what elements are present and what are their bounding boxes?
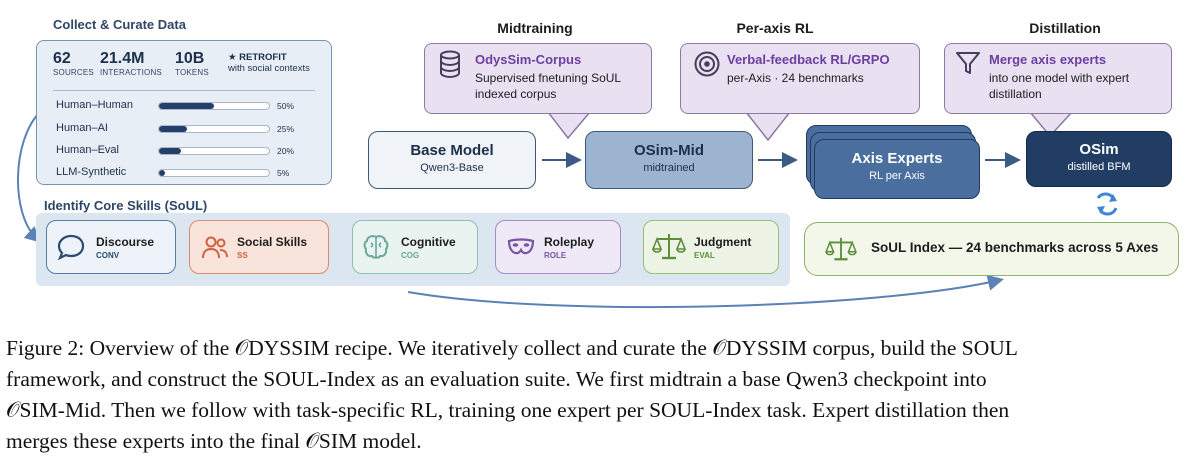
people-icon [202, 236, 228, 259]
mix-percent: 20% [277, 146, 295, 156]
skill-card-roleplay: Roleplay ROLE [495, 220, 621, 274]
skill-name: Roleplay [544, 235, 595, 249]
retrofit-title: ★ RETROFIT [228, 52, 287, 63]
distillation-stage-title: Distillation [1029, 20, 1101, 36]
midtraining-stage-title: Midtraining [497, 20, 573, 36]
retrofit-note: ★ RETROFIT with social contexts [228, 52, 310, 74]
retrofit-subtitle: with social contexts [228, 63, 310, 74]
stat-value: 21.4M [100, 50, 145, 67]
stat-label: TOKENS [175, 68, 209, 77]
database-icon [440, 50, 460, 78]
data-to-skills-arrow [17, 111, 41, 243]
bubble-title: OdysSim-Corpus [475, 52, 582, 67]
skill-abbr: EVAL [694, 251, 715, 260]
stat-label: SOURCES [53, 68, 94, 77]
connectors [17, 111, 1118, 309]
mid-bubble-tail [547, 111, 591, 140]
mix-label: LLM-Synthetic [56, 166, 127, 178]
rl-bubble: Verbal-feedback RL/GRPO per-Axis · 24 be… [680, 43, 920, 114]
funnel-icon [956, 52, 980, 74]
divider [53, 90, 315, 91]
refresh-cycle-icon [1096, 192, 1118, 216]
skill-card-discourse: Discourse CONV [46, 220, 176, 274]
skill-name: Discourse [96, 235, 155, 249]
osim-node: OSim distilled BFM [1026, 131, 1172, 187]
skill-name: Social Skills [237, 235, 308, 249]
node-title: Axis Experts [851, 150, 943, 167]
bubble-subtitle: per-Axis · 24 benchmarks [727, 71, 864, 85]
axis-experts-node: Axis Experts RL per Axis [814, 139, 980, 199]
node-title: OSim [1079, 141, 1119, 158]
mix-label: Human–Human [56, 99, 134, 111]
bubble-subtitle: indexed corpus [475, 87, 557, 101]
node-subtitle: midtrained [643, 162, 695, 174]
mix-bar-fill [159, 126, 187, 132]
bubble-subtitle: Supervised fnetuning SoUL [475, 71, 622, 85]
mix-bar-fill [159, 148, 181, 154]
mix-percent: 5% [277, 168, 290, 178]
bubble-title: Merge axis experts [989, 52, 1107, 67]
caption-line: framework, and construct the SOUL-Index … [6, 367, 987, 391]
skill-abbr: SS [237, 251, 248, 260]
bubble-title: Verbal-feedback RL/GRPO [727, 52, 890, 67]
skill-abbr: CONV [96, 251, 120, 260]
skill-name: Judgment [694, 235, 752, 249]
mix-bar [158, 147, 270, 155]
bubble-subtitle: distillation [989, 87, 1042, 101]
node-subtitle: distilled BFM [1067, 161, 1131, 173]
caption-line: 𝒪SIM-Mid. Then we follow with task-speci… [6, 398, 1010, 422]
osim-mid-node: OSim-Mid midtrained [585, 131, 753, 189]
stat-sources: 62 SOURCES [53, 50, 94, 77]
stat-label: INTERACTIONS [100, 68, 162, 77]
mix-bar [158, 125, 270, 133]
scales-icon [652, 234, 686, 260]
mix-bar-fill [159, 170, 165, 176]
skill-card-judgment: Judgment EVAL [643, 220, 779, 274]
midtraining-bubble: OdysSim-Corpus Supervised fnetuning SoUL… [424, 43, 652, 114]
stat-value: 62 [53, 50, 71, 67]
mix-label: Human–AI [56, 122, 108, 134]
mix-label: Human–Eval [56, 144, 119, 156]
target-icon [694, 51, 720, 77]
skill-name: Cognitive [401, 235, 456, 249]
stat-interactions: 21.4M INTERACTIONS [100, 50, 162, 77]
skill-abbr: COG [401, 251, 420, 260]
skill-abbr: ROLE [544, 251, 567, 260]
mix-bar [158, 169, 270, 177]
mix-bar [158, 102, 270, 110]
stat-value: 10B [175, 50, 205, 67]
bubble-subtitle: into one model with expert [989, 71, 1130, 85]
skill-card-cognitive: Cognitive COG [352, 220, 478, 274]
mask-icon [507, 238, 535, 255]
node-subtitle: Qwen3-Base [420, 162, 484, 174]
stat-tokens: 10B TOKENS [175, 50, 209, 77]
caption-line: merges these experts into the final 𝒪SIM… [6, 429, 422, 453]
mix-bar-fill [159, 103, 214, 109]
node-subtitle: RL per Axis [869, 170, 925, 182]
mix-percent: 25% [277, 124, 295, 134]
skill-card-social: Social Skills SS [189, 220, 329, 274]
base-model-node: Base Model Qwen3-Base [368, 131, 536, 189]
skills-section-title: Identify Core Skills (SoUL) [44, 198, 208, 213]
collect-section-title: Collect & Curate Data [53, 17, 186, 32]
caption-line: Figure 2: Overview of the 𝒪DYSSIM recipe… [6, 336, 1018, 360]
node-title: OSim-Mid [634, 142, 704, 159]
node-title: Base Model [410, 142, 494, 159]
data-panel [36, 40, 332, 185]
soul-index-box: SoUL Index — 24 benchmarks across 5 Axes [804, 222, 1179, 276]
brain-icon [363, 235, 389, 259]
scales-icon [825, 237, 857, 261]
mix-percent: 50% [277, 101, 295, 111]
soul-index-label: SoUL Index — 24 benchmarks across 5 Axes [871, 240, 1159, 255]
rl-stage-title: Per-axis RL [736, 20, 814, 36]
speech-bubble-icon [57, 234, 85, 261]
rl-bubble-tail [745, 111, 791, 142]
skills-to-index-curve [407, 274, 1004, 309]
distillation-bubble: Merge axis experts into one model with e… [944, 43, 1172, 114]
